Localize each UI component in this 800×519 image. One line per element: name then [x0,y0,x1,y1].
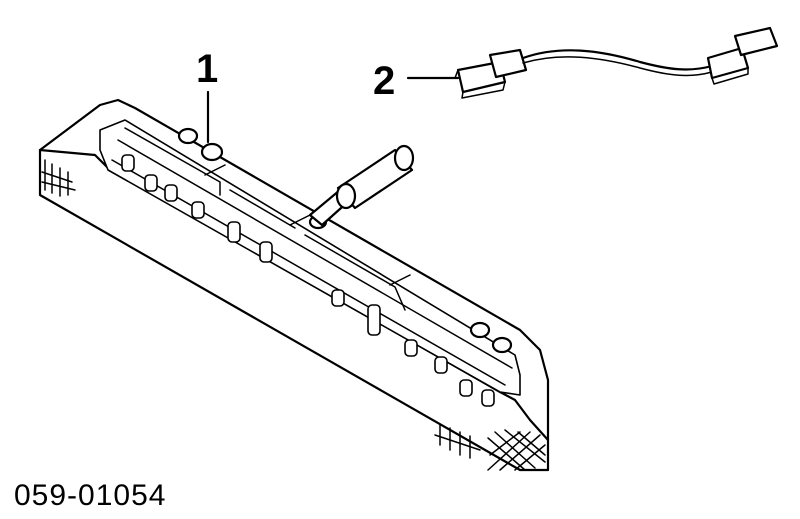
callout-1: 1 [196,47,218,91]
wire-harness-icon [454,26,779,99]
part-code: 059-01054 [14,479,166,512]
brake-light-assembly-icon [38,98,550,472]
callout-2: 2 [373,59,395,103]
